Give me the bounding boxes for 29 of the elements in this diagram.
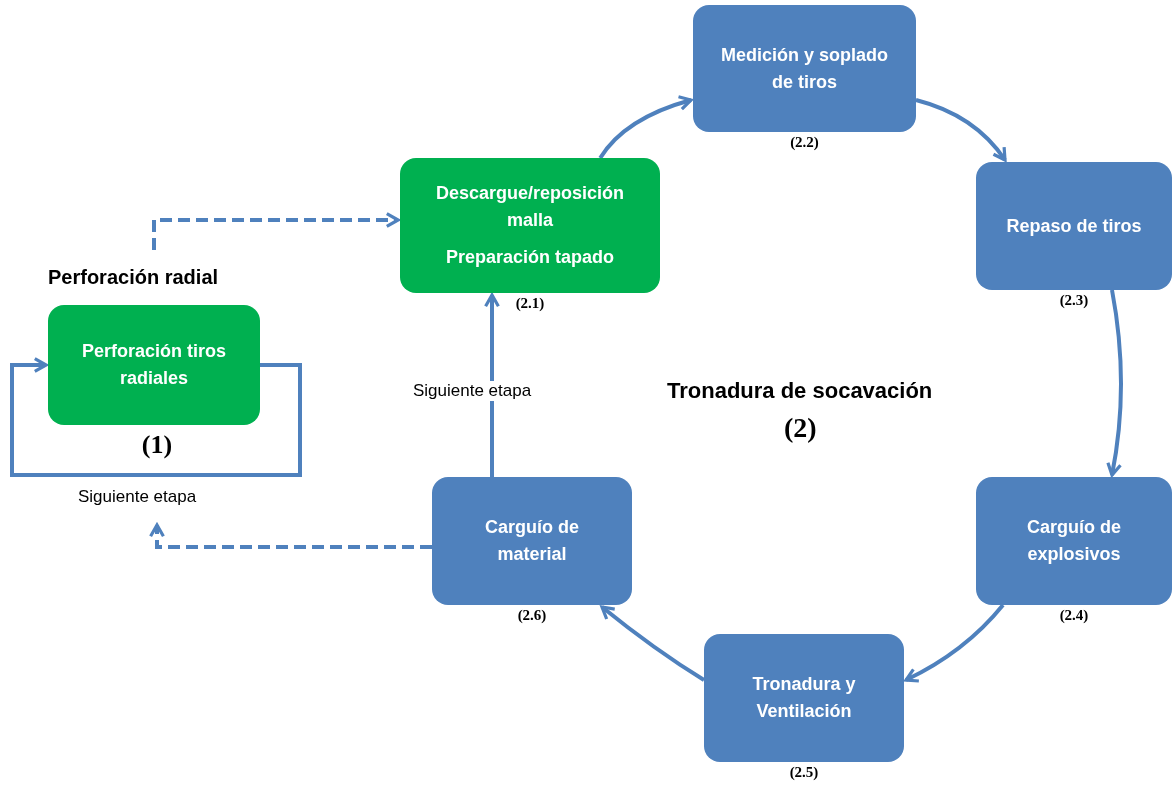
step-number: (2.6): [517, 607, 547, 624]
box-text: Perforación tiros radiales: [80, 340, 227, 390]
arrow: [600, 605, 706, 682]
arrow: [152, 212, 400, 250]
edge-label: Siguiente etapa: [411, 381, 534, 401]
step-number: (2.5): [789, 764, 819, 781]
step-number: (2.4): [1059, 607, 1089, 624]
box-text: Carguío de explosivos: [1026, 516, 1122, 566]
arrow: [598, 95, 693, 160]
box-text: Medición y soplado de tiros: [720, 43, 889, 94]
step-number: (2.3): [1059, 292, 1089, 309]
edge-label: Siguiente etapa: [76, 487, 199, 507]
arrow: [1106, 289, 1123, 477]
step-number: (2.2): [790, 134, 819, 151]
arrow: [915, 98, 1007, 162]
arrow: [484, 293, 500, 477]
box-text: Tronadura y Ventilación: [751, 673, 857, 723]
box-text: Repaso de tiros: [1006, 214, 1142, 238]
box-text: Carguío de material: [484, 516, 580, 566]
stage-number: (2): [784, 412, 817, 444]
arrow: [10, 357, 302, 477]
arrow: [149, 523, 432, 549]
box-text: Descargue/reposición malla: [434, 182, 626, 232]
box-text: Preparación tapado: [445, 246, 614, 269]
step-number: (1): [141, 430, 173, 460]
section-heading: Perforación radial: [48, 265, 220, 290]
arrow: [904, 603, 1005, 683]
step-number: (2.1): [515, 295, 545, 312]
stage-heading: Tronadura de socavación: [667, 378, 933, 404]
